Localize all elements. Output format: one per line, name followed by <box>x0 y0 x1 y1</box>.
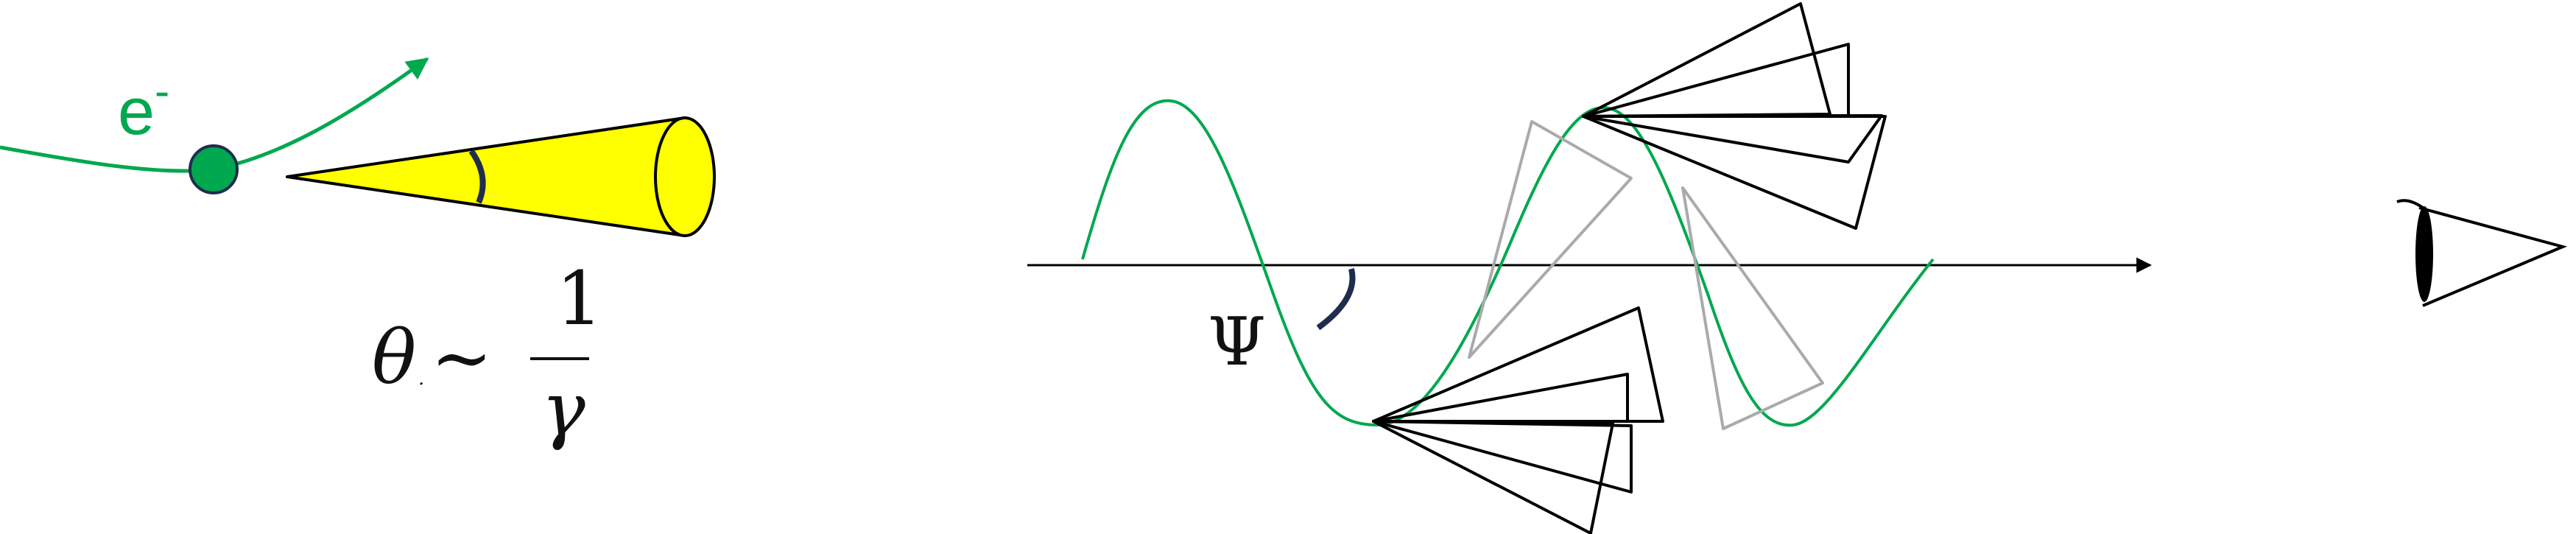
theta-symbol: θ <box>372 315 416 401</box>
eyelash <box>2396 199 2424 209</box>
sinusoidal-trajectory <box>1081 99 1935 427</box>
electron-label: e- <box>118 66 169 149</box>
cone-angle-arc <box>468 149 486 204</box>
lower-emission-cones <box>1372 306 1664 534</box>
pitch-angle-arc <box>1316 268 1356 331</box>
upper-emission-cones <box>1582 2 1887 230</box>
electron-dot <box>189 144 239 194</box>
fraction-numerator: 1 <box>556 256 603 342</box>
eye-lid-outline <box>2418 206 2568 307</box>
undulator-panel: Ψ <box>1027 2 2153 534</box>
eye-pupil <box>2415 206 2433 302</box>
pitch-angle-label: Ψ <box>1208 303 1266 381</box>
opening-angle-formula: θ . ∼ 1 γ <box>372 256 603 452</box>
electron-emission-panel: e- θ . ∼ 1 γ <box>0 57 716 452</box>
faded-emission-cones <box>1468 120 1824 430</box>
svg-text:.: . <box>418 368 424 390</box>
fraction-denominator: γ <box>541 366 585 452</box>
eye-icon <box>2396 199 2568 307</box>
approx-symbol: ∼ <box>431 315 493 401</box>
emission-cone-icon <box>286 116 716 237</box>
